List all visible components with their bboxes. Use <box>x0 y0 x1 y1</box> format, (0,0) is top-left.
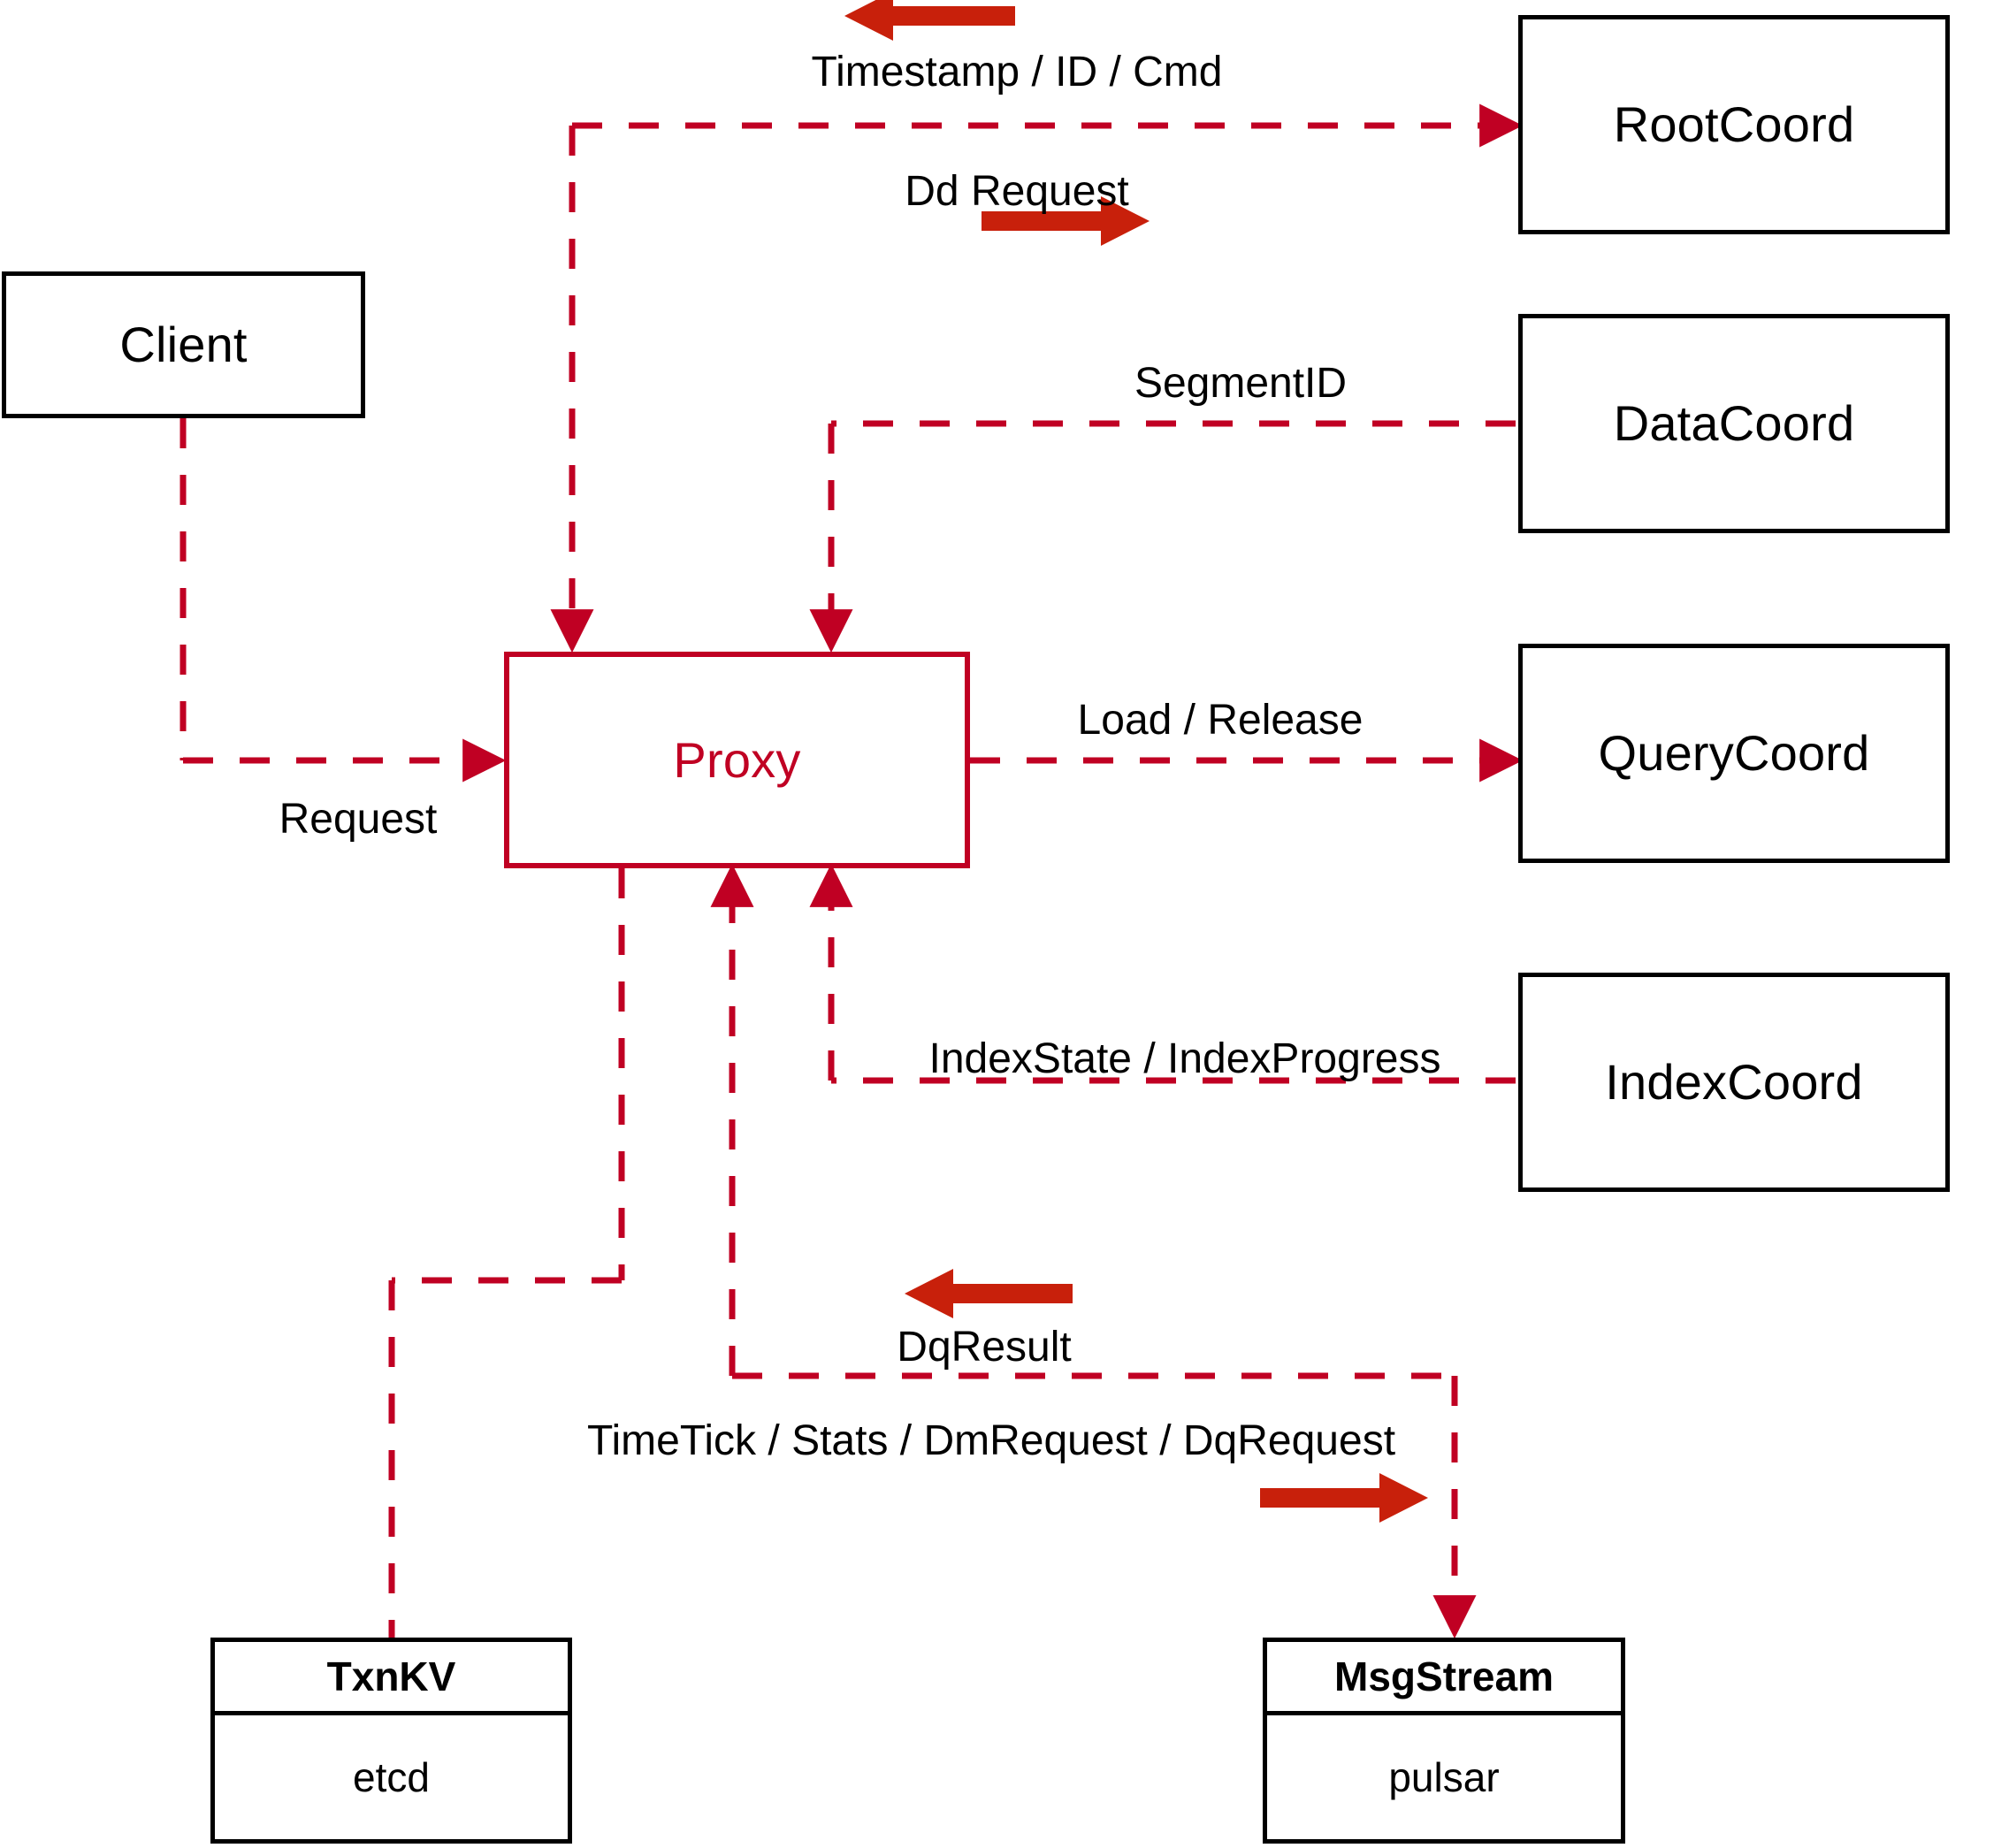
node-txnkv-body: etcd <box>353 1754 430 1800</box>
edge-label-timestamp-id-cmd: Timestamp / ID / Cmd <box>811 49 1223 95</box>
node-index-coord[interactable]: IndexCoord <box>1518 973 1950 1192</box>
direction-arrow-timetick <box>1260 1473 1428 1523</box>
edge-dd-request <box>550 103 1524 653</box>
node-client[interactable]: Client <box>2 271 365 418</box>
edge-timetick-stats <box>732 1372 1477 1639</box>
edge-label-load-release: Load / Release <box>1077 697 1364 744</box>
edge-index-state <box>809 863 1516 1084</box>
direction-arrow-dq-result <box>905 1269 1073 1318</box>
direction-arrow-dd-request <box>982 196 1150 246</box>
edge-label-dq-result: DqResult <box>897 1324 1072 1371</box>
node-txnkv-title: TxnKV <box>215 1642 568 1715</box>
node-proxy-label: Proxy <box>673 731 801 788</box>
node-msgstream[interactable]: MsgStream pulsar <box>1263 1638 1625 1844</box>
edge-segment-id <box>809 420 1516 653</box>
edge-label-timetick-stats: TimeTick / Stats / DmRequest / DqRequest <box>586 1417 1396 1464</box>
node-data-coord-label: DataCoord <box>1613 395 1855 452</box>
node-msgstream-body: pulsar <box>1388 1754 1500 1800</box>
edge-label-request: Request <box>279 796 438 843</box>
edge-label-index-state-progress: IndexState / IndexProgress <box>928 1035 1441 1082</box>
node-msgstream-title: MsgStream <box>1267 1642 1621 1715</box>
node-root-coord-label: RootCoord <box>1613 96 1855 153</box>
node-client-label: Client <box>119 317 248 373</box>
edge-request <box>180 418 507 783</box>
node-proxy[interactable]: Proxy <box>504 652 970 868</box>
node-query-coord[interactable]: QueryCoord <box>1518 644 1950 863</box>
node-txnkv[interactable]: TxnKV etcd <box>210 1638 572 1844</box>
node-query-coord-label: QueryCoord <box>1598 725 1870 782</box>
edge-txnkv <box>388 868 625 1638</box>
edge-label-segment-id: SegmentID <box>1134 360 1348 407</box>
node-data-coord[interactable]: DataCoord <box>1518 314 1950 533</box>
node-root-coord[interactable]: RootCoord <box>1518 15 1950 234</box>
edge-label-dd-request: Dd Request <box>905 168 1129 215</box>
node-index-coord-label: IndexCoord <box>1605 1054 1863 1111</box>
direction-arrow-timestamp <box>844 0 1015 41</box>
